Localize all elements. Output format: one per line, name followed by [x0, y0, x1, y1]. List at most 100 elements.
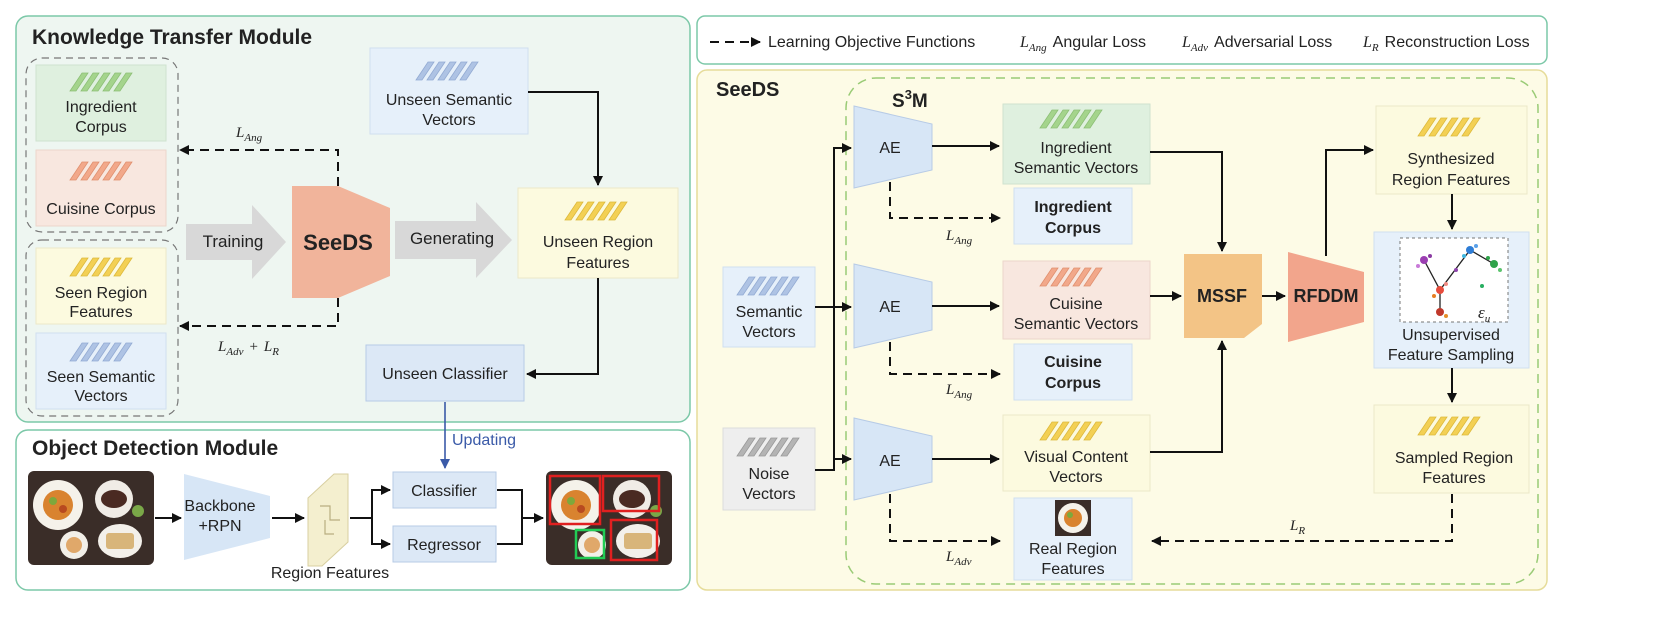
svg-text:Unsupervised: Unsupervised: [1402, 327, 1500, 344]
classifier-box: Classifier: [392, 471, 497, 509]
updating-label: Updating: [452, 432, 516, 449]
cluster-points: [1416, 244, 1502, 318]
real-region-features-box: Real Region Features: [1013, 497, 1133, 581]
noise-vectors-line1: Noise: [749, 466, 790, 483]
svg-text:Ingredient: Ingredient: [1040, 140, 1112, 157]
svg-text:Semantic Vectors: Semantic Vectors: [1014, 160, 1139, 177]
svg-text:Corpus: Corpus: [1045, 375, 1101, 392]
unseen-classifier-label: Unseen Classifier: [382, 366, 508, 383]
svg-text:Sampled Region: Sampled Region: [1395, 450, 1513, 467]
ae-encoder-1: AE: [853, 105, 933, 189]
arrow-rfddm-to-synthesized: [1325, 145, 1374, 256]
training-arrow: [186, 205, 286, 279]
ingredient-corpus-box: Ingredient Corpus: [35, 64, 167, 142]
dashed-r-loss: [1151, 494, 1453, 546]
seeds-loss-r: LR: [1289, 518, 1305, 537]
unseen-region-features-box: Unseen Region Features: [517, 187, 679, 279]
ae-encoder-2: AE: [853, 263, 933, 349]
input-food-image: [28, 471, 154, 565]
ingredient-corpus-target: Ingredient Corpus: [1013, 187, 1133, 245]
svg-text:Corpus: Corpus: [1045, 220, 1101, 237]
knowledge-transfer-module: Knowledge Transfer Module Ingredient Cor…: [15, 15, 691, 423]
arrow-visual-to-mssf: [1150, 340, 1227, 453]
arrow-to-classifier: [350, 485, 391, 519]
svg-text:RFDDM: RFDDM: [1294, 286, 1359, 306]
seeds-module: SeeDS S3M Semantic Vectors Noise Vectors…: [696, 69, 1548, 591]
unseen-classifier-box: Unseen Classifier: [365, 344, 525, 402]
generating-label: Generating: [410, 229, 494, 248]
arrow-unseen-semantic-to-region: [528, 91, 603, 186]
seeds-generator-shape: [292, 186, 390, 298]
arrow-semantic-to-ae1: [833, 143, 852, 307]
seeds-loss-ang-1: LAng: [945, 228, 973, 247]
cuisine-semantic-vectors-box: Cuisine Semantic Vectors: [1002, 260, 1151, 340]
svg-text:AE: AE: [879, 140, 900, 157]
seen-semantic-line1: Seen Semantic: [47, 369, 156, 386]
arrow-to-regressor: [371, 518, 391, 549]
seen-region-features-box: Seen Region Features: [35, 247, 167, 325]
noise-vectors-line2: Vectors: [742, 486, 795, 503]
arrow-noise-to-ae3: [815, 454, 852, 471]
real-region-thumbnail: [1055, 500, 1091, 536]
object-detection-module: Object Detection Module Backbone +RPN Re…: [15, 402, 691, 591]
svg-text:Cuisine: Cuisine: [1044, 354, 1102, 371]
unseen-semantic-line2: Vectors: [422, 112, 475, 129]
seen-semantic-vectors-box: Seen Semantic Vectors: [35, 332, 167, 410]
svg-text:AE: AE: [879, 453, 900, 470]
odm-title: Object Detection Module: [32, 437, 278, 460]
svg-text:Features: Features: [1422, 470, 1485, 487]
synthesized-region-features-box: Synthesized Region Features: [1375, 105, 1528, 195]
backbone-shape: [184, 474, 270, 560]
svg-text:Feature Sampling: Feature Sampling: [1388, 347, 1514, 364]
dashed-ae2-ang: [889, 342, 1001, 379]
semantic-vectors-box: Semantic Vectors: [722, 266, 816, 348]
epsilon-u-label: εu: [1478, 303, 1491, 325]
ae-encoder-3: AE: [853, 417, 933, 501]
rfddm-block: RFDDM: [1288, 252, 1364, 342]
dashed-ae3-adv: [889, 494, 1001, 546]
svg-text:AE: AE: [879, 299, 900, 316]
svg-text:Ingredient: Ingredient: [1034, 199, 1112, 216]
unseen-semantic-line1: Unseen Semantic: [386, 92, 512, 109]
mssf-block: MSSF: [1184, 254, 1262, 338]
classifier-label: Classifier: [411, 483, 477, 500]
seeds-title: SeeDS: [716, 79, 779, 101]
arrow-region-to-classifier: [526, 278, 599, 379]
arrow-ingredient-to-mssf: [1150, 151, 1227, 252]
svg-text:Cuisine: Cuisine: [1049, 296, 1102, 313]
unseen-region-line1: Unseen Region: [543, 234, 653, 251]
svg-text:Semantic Vectors: Semantic Vectors: [1014, 316, 1139, 333]
seen-region-line2: Features: [69, 304, 132, 321]
legend-learning-objective: Learning Objective Functions: [768, 34, 975, 51]
arrow-to-output: [497, 489, 543, 545]
ingredient-semantic-vectors-box: Ingredient Semantic Vectors: [1002, 103, 1151, 185]
regressor-label: Regressor: [407, 537, 481, 554]
seeds-generator-label: SeeDS: [303, 230, 373, 255]
noise-vectors-box: Noise Vectors: [722, 427, 816, 511]
unseen-semantic-vectors-box: Unseen Semantic Vectors: [369, 47, 529, 135]
cluster-plot: [1399, 237, 1509, 323]
visual-content-vectors-box: Visual Content Vectors: [1002, 414, 1151, 492]
s3m-region: [845, 77, 1539, 585]
cuisine-corpus-label: Cuisine Corpus: [46, 201, 155, 218]
ktm-loss-ang: LAng: [235, 125, 263, 144]
regressor-box: Regressor: [392, 525, 497, 563]
sampled-region-features-box: Sampled Region Features: [1373, 404, 1530, 494]
svg-text:Vectors: Vectors: [1049, 469, 1102, 486]
region-features-icon: [307, 473, 349, 567]
ingredient-corpus-line2: Corpus: [75, 119, 127, 136]
svg-text:MSSF: MSSF: [1197, 286, 1247, 306]
dashed-ang-loss-arrow: [179, 145, 339, 186]
detection-output-image: [546, 471, 672, 565]
seeds-loss-adv: LAdv: [945, 549, 972, 568]
ktm-loss-adv-r: LAdv+LR: [217, 339, 279, 358]
ingredient-corpus-line1: Ingredient: [65, 99, 137, 116]
cuisine-corpus-target: Cuisine Corpus: [1013, 343, 1133, 401]
semantic-vectors-line2: Vectors: [742, 324, 795, 341]
